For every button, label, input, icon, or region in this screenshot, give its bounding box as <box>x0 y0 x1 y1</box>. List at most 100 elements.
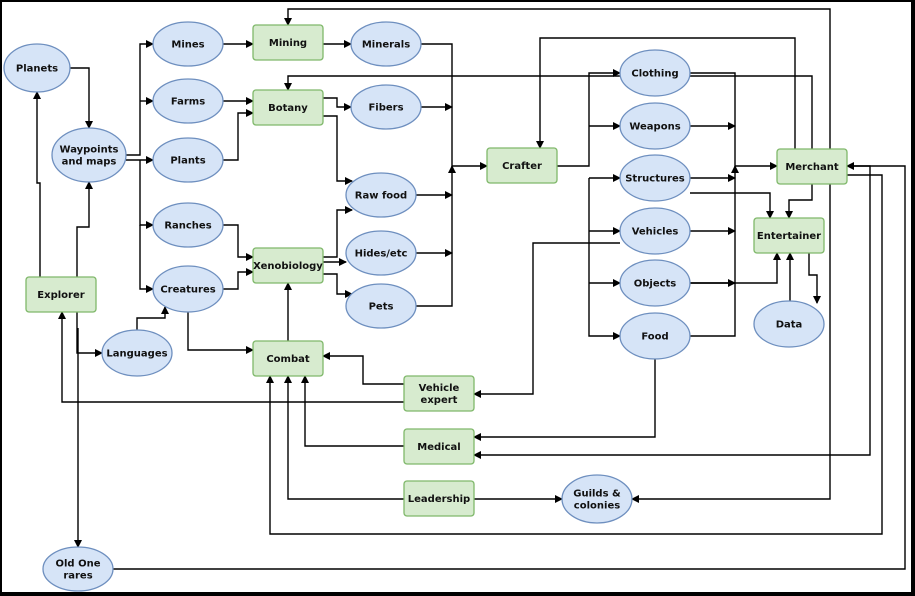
edge-clothing-to-merchant <box>690 72 778 170</box>
plants-label: Plants <box>170 156 205 167</box>
vehicles-label: Vehicles <box>632 227 679 238</box>
clothing-label: Clothing <box>631 69 678 80</box>
edge-leadership-to-combat <box>284 375 404 500</box>
edge-food-to-merchant <box>690 165 739 337</box>
crafter-box <box>486 147 558 184</box>
node-explorer: Explorer <box>25 276 97 313</box>
node-weapons: Weapons <box>619 102 691 150</box>
waypoints-ellipse <box>51 127 127 183</box>
node-fibers: Fibers <box>350 84 422 130</box>
rawfood-ellipse <box>345 172 417 218</box>
mining-box <box>252 24 324 61</box>
guilds-label: Guilds & <box>573 489 621 500</box>
node-entertainer: Entertainer <box>753 217 825 254</box>
node-mining: Mining <box>252 24 324 61</box>
hides-ellipse <box>345 230 417 276</box>
rawfood-label: Raw food <box>355 191 407 202</box>
node-botany: Botany <box>252 89 324 126</box>
farms-label: Farms <box>171 97 205 108</box>
languages-label: Languages <box>106 349 167 360</box>
medical-box <box>403 428 475 465</box>
data-ellipse <box>753 300 825 348</box>
edge-vehicle-expert-to-combat <box>322 352 404 385</box>
edge-waypoints-to-creatures <box>139 225 154 293</box>
data-label: Data <box>776 320 803 331</box>
edge-objects-to-entertainer <box>690 252 781 284</box>
medical-label: Medical <box>417 442 460 453</box>
pets-label: Pets <box>369 302 394 313</box>
merchant-box <box>776 148 848 185</box>
guilds-ellipse <box>561 474 633 524</box>
edge-merchant-to-crafter <box>536 37 796 149</box>
minerals-label: Minerals <box>362 40 410 51</box>
edge-creatures-to-xenobiology <box>223 268 254 290</box>
fibers-label: Fibers <box>368 103 403 114</box>
ranches-label: Ranches <box>164 221 211 232</box>
food-label: Food <box>641 332 668 343</box>
node-medical: Medical <box>403 428 475 465</box>
edge-explorer-to-languages <box>76 312 103 357</box>
objects-ellipse <box>619 259 691 307</box>
edge-explorer-to-planets <box>33 91 41 277</box>
explorer-box <box>25 276 97 313</box>
waypoints-label: Waypoints <box>60 145 119 156</box>
edge-merchant-to-botany <box>284 75 813 149</box>
leadership-box <box>403 480 475 517</box>
edge-botany-to-fibers <box>323 97 352 111</box>
node-objects: Objects <box>619 259 691 307</box>
node-combat: Combat <box>252 340 324 377</box>
node-guilds: Guilds &colonies <box>561 474 633 524</box>
minerals-ellipse <box>350 21 422 67</box>
food-ellipse <box>619 312 691 360</box>
edge-botany-to-rawfood <box>323 115 353 185</box>
xenobiology-label: Xenobiology <box>253 261 323 272</box>
node-farms: Farms <box>152 78 224 124</box>
merchant-label: Merchant <box>785 162 839 173</box>
node-creatures: Creatures <box>152 265 224 313</box>
node-plants: Plants <box>152 137 224 183</box>
node-clothing: Clothing <box>619 49 691 97</box>
edge-waypoints-to-ranches <box>139 160 154 229</box>
xenobiology-box <box>252 247 324 284</box>
edge-crafter-to-clothing <box>557 69 621 167</box>
pets-ellipse <box>345 283 417 329</box>
creatures-label: Creatures <box>160 285 215 296</box>
entertainer-box <box>753 217 825 254</box>
node-pets: Pets <box>345 283 417 329</box>
edge-vehicle-expert-to-explorer <box>58 311 404 403</box>
plants-ellipse <box>152 137 224 183</box>
node-xenobiology: Xenobiology <box>252 247 324 284</box>
node-merchant: Merchant <box>776 148 848 185</box>
node-crafter: Crafter <box>486 147 558 184</box>
fibers-ellipse <box>350 84 422 130</box>
mines-label: Mines <box>171 40 204 51</box>
node-leadership: Leadership <box>403 480 475 517</box>
edge-food-to-medical <box>473 359 656 441</box>
node-rawfood: Raw food <box>345 172 417 218</box>
node-hides: Hides/etc <box>345 230 417 276</box>
edge-xenobiology-to-rawfood <box>323 206 353 258</box>
edge-creatures-to-combat <box>187 312 254 354</box>
edge-merchant-to-combat <box>266 174 883 535</box>
clothing-ellipse <box>619 49 691 97</box>
botany-box <box>252 89 324 126</box>
edge-merchant-to-guilds <box>631 184 831 503</box>
languages-ellipse <box>101 329 173 377</box>
edge-pets-to-crafter <box>416 165 456 307</box>
creatures-ellipse <box>152 265 224 313</box>
structures-label: Structures <box>625 174 685 185</box>
objects-label: Objects <box>634 279 677 290</box>
edge-plants-to-botany <box>223 109 254 161</box>
node-languages: Languages <box>101 329 173 377</box>
node-structures: Structures <box>619 154 691 202</box>
edge-merchant-to-mining <box>284 8 831 149</box>
edge-oldone-to-merchant <box>113 162 906 570</box>
entertainer-label: Entertainer <box>757 231 821 242</box>
weapons-label: Weapons <box>629 122 680 133</box>
edge-entertainer-to-data <box>808 253 821 304</box>
